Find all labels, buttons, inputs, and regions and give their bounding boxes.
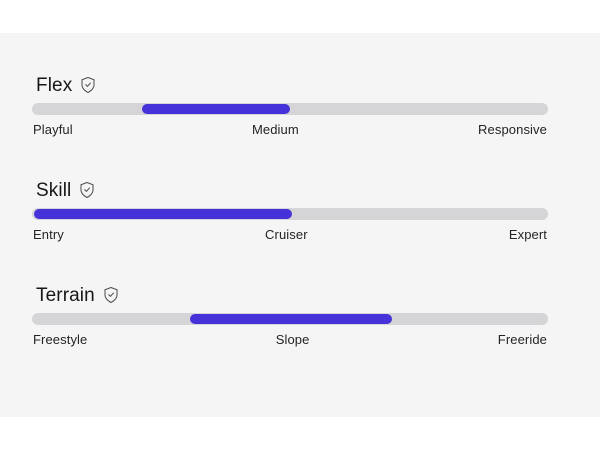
slider-labels-terrain: Freestyle Slope Freeride [32, 332, 548, 348]
slider-labels-flex: Playful Medium Responsive [32, 122, 548, 138]
slider-label-max: Freeride [497, 332, 547, 347]
slider-fill-terrain [189, 314, 393, 324]
slider-track-terrain [32, 313, 548, 325]
slider-track-skill [32, 208, 548, 220]
slider-label-min: Playful [33, 122, 73, 137]
spec-panel [0, 33, 600, 417]
slider-track-flex [32, 103, 548, 115]
slider-fill-skill [34, 209, 293, 219]
slider-heading-row: Flex [36, 74, 548, 98]
slider-label-min: Entry [33, 227, 64, 242]
slider-title-flex: Flex [36, 75, 73, 96]
slider-group-terrain: Terrain Freestyle Slope Freeride [32, 284, 548, 348]
slider-label-max: Expert [508, 227, 547, 242]
slider-labels-skill: Entry Cruiser Expert [32, 227, 548, 243]
slider-label-mid: Medium [251, 122, 299, 137]
slider-group-skill: Skill Entry Cruiser Expert [32, 179, 548, 243]
slider-label-min: Freestyle [33, 332, 88, 347]
slider-title-terrain: Terrain [36, 285, 95, 306]
slider-heading-row: Skill [36, 179, 548, 203]
shield-check-icon [102, 286, 120, 304]
slider-group-flex: Flex Playful Medium Responsive [32, 74, 548, 138]
slider-heading-row: Terrain [36, 284, 548, 308]
slider-label-max: Responsive [478, 122, 547, 137]
shield-check-icon [79, 76, 97, 94]
slider-label-mid: Cruiser [265, 227, 308, 242]
shield-check-icon [78, 181, 96, 199]
slider-title-skill: Skill [36, 180, 72, 201]
slider-label-mid: Slope [275, 332, 310, 347]
slider-fill-flex [141, 104, 290, 114]
